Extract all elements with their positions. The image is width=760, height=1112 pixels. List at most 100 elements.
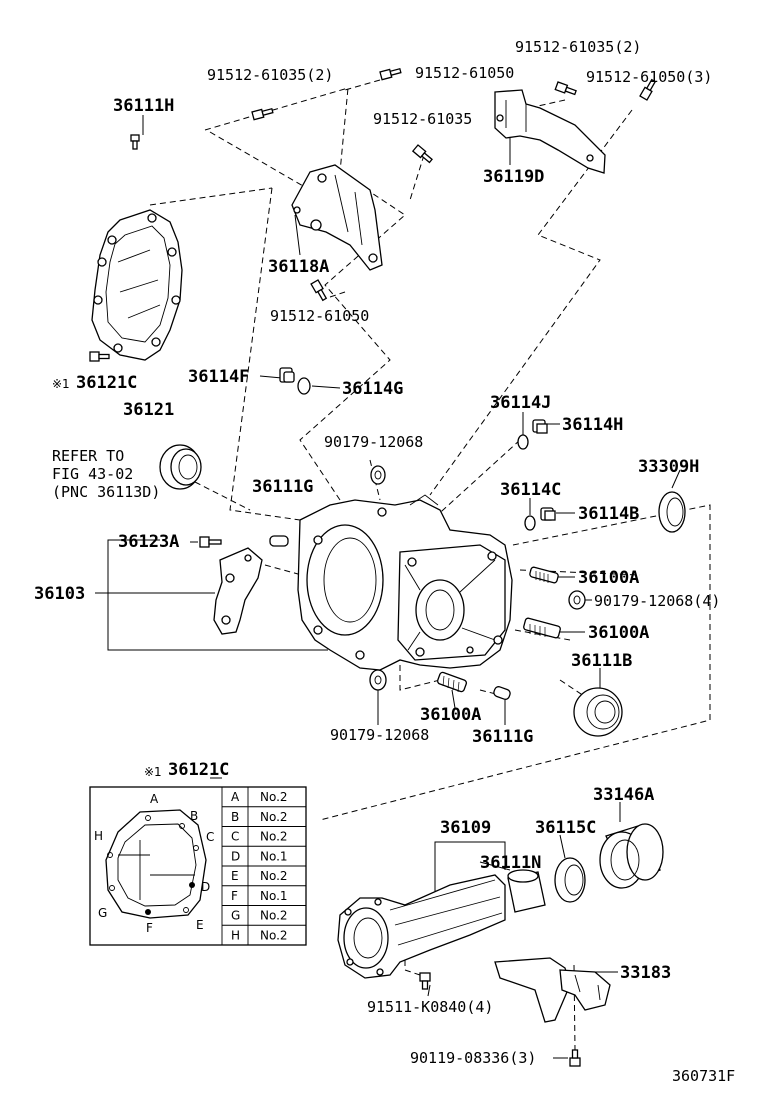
part-label: 36100A <box>588 623 649 643</box>
part-label: 36114B <box>578 504 639 524</box>
part-label: 36100A <box>420 705 481 725</box>
part-label: 36111H <box>113 96 174 116</box>
bolt-icon <box>130 134 140 150</box>
gasket-icon <box>297 377 311 395</box>
table-cell-size: No.2 <box>260 810 288 824</box>
part-label: 91512-61050(3) <box>586 68 712 86</box>
part-label: 91512-61050 <box>415 64 514 82</box>
part-label: 36111N <box>480 853 541 873</box>
part-label: 90119-08336(3) <box>410 1049 536 1067</box>
part-label: 36114G <box>342 379 403 399</box>
part-label: 36114H <box>562 415 623 435</box>
table-cell-size: No.1 <box>260 889 288 903</box>
part-label: 90179-12068 <box>324 433 423 451</box>
table-cell-position: B <box>231 810 239 824</box>
part-label: 91511-K0840(4) <box>367 998 493 1016</box>
plug-icon <box>279 367 295 383</box>
stud-icon <box>436 671 468 693</box>
stud-icon <box>529 566 559 584</box>
part-label: 36115C <box>535 818 596 838</box>
part-label: 91512-61050 <box>270 307 369 325</box>
table-cell-position: G <box>231 909 240 923</box>
bracket-36118a-icon <box>291 164 383 271</box>
dust-cover-33146a-icon <box>599 823 664 889</box>
plug-icon <box>540 507 556 521</box>
part-label: 33309H <box>638 457 699 477</box>
part-label: 91512-61035 <box>373 110 472 128</box>
seal-33309h-icon <box>658 491 686 533</box>
extension-housing-36109-icon <box>337 874 506 979</box>
reference-note: REFER TO <box>52 447 124 465</box>
figure-id: 360731F <box>672 1067 735 1085</box>
bolt-icon <box>251 107 274 121</box>
nut-icon <box>370 465 386 485</box>
callout-letter-g: G <box>98 906 107 920</box>
callout-letter-h: H <box>94 829 103 843</box>
bushing-36111n-icon <box>507 869 546 913</box>
callout-letter-f: F <box>146 921 153 935</box>
part-label: 36121C <box>76 373 137 393</box>
bolt-icon <box>554 81 577 96</box>
callout-letter-a: A <box>150 792 159 806</box>
bolt-icon <box>379 67 402 81</box>
bracket-36103-icon <box>213 547 263 635</box>
small-fasteners <box>89 67 657 1067</box>
part-label: 36118A <box>268 257 329 277</box>
callout-letter-b: B <box>190 809 198 823</box>
part-label: 36111G <box>472 727 533 747</box>
gasket-icon <box>524 515 536 531</box>
table-cell-size: No.2 <box>260 928 288 942</box>
part-label: 90179-12068(4) <box>594 592 720 610</box>
part-label: 33183 <box>620 963 671 983</box>
transfer-case-housing-icon <box>297 494 513 671</box>
table-cell-position: C <box>231 830 239 844</box>
note-mark: ※1 <box>52 377 70 391</box>
part-label: 36114F <box>188 367 249 387</box>
part-label: 90179-12068 <box>330 726 429 744</box>
seal-36111b-icon <box>573 687 623 737</box>
bolt-icon <box>411 144 433 164</box>
part-label: 36121C <box>168 760 229 780</box>
table-cell-size: No.2 <box>260 830 288 844</box>
oil-seal-icon <box>159 444 202 490</box>
bolt-icon <box>569 1049 581 1067</box>
bolt-icon <box>199 536 222 548</box>
bolt-icon <box>89 351 110 362</box>
bolt-icon <box>310 279 328 302</box>
table-cell-size: No.1 <box>260 849 288 863</box>
table-cell-position: F <box>231 889 238 903</box>
seal-36115c-icon <box>554 857 586 903</box>
plug-icon <box>532 419 548 434</box>
part-label: 36103 <box>34 584 85 604</box>
pin-icon <box>493 686 511 700</box>
part-label: 36121 <box>123 400 174 420</box>
part-label: 36100A <box>578 568 639 588</box>
reference-note: (PNC 36113D) <box>52 483 160 501</box>
part-label: 36119D <box>483 167 544 187</box>
part-label: 91512-61035(2) <box>207 66 333 84</box>
cover-36121-icon <box>91 209 183 361</box>
note-mark: ※1 <box>144 765 162 779</box>
nut-icon <box>369 669 387 691</box>
bolt-icon <box>639 78 657 101</box>
table-cell-position: A <box>231 790 240 804</box>
callout-letter-d: D <box>201 880 210 894</box>
gasket-icon <box>517 434 529 450</box>
bolt-icon <box>419 972 431 990</box>
stud-icon <box>523 617 561 639</box>
part-label: 36111G <box>252 477 313 497</box>
table-cell-position: D <box>231 849 240 863</box>
cover-inset-icon <box>105 809 207 919</box>
callout-letter-c: C <box>206 830 214 844</box>
pin-icon <box>269 535 289 547</box>
table-cell-size: No.2 <box>260 909 288 923</box>
part-label: 36114J <box>490 393 551 413</box>
part-label: 33146A <box>593 785 654 805</box>
part-label: 36114C <box>500 480 561 500</box>
part-label: 36123A <box>118 532 179 552</box>
table-cell-size: No.2 <box>260 790 288 804</box>
part-label: 36109 <box>440 818 491 838</box>
bracket-33183-icon <box>494 957 611 1023</box>
